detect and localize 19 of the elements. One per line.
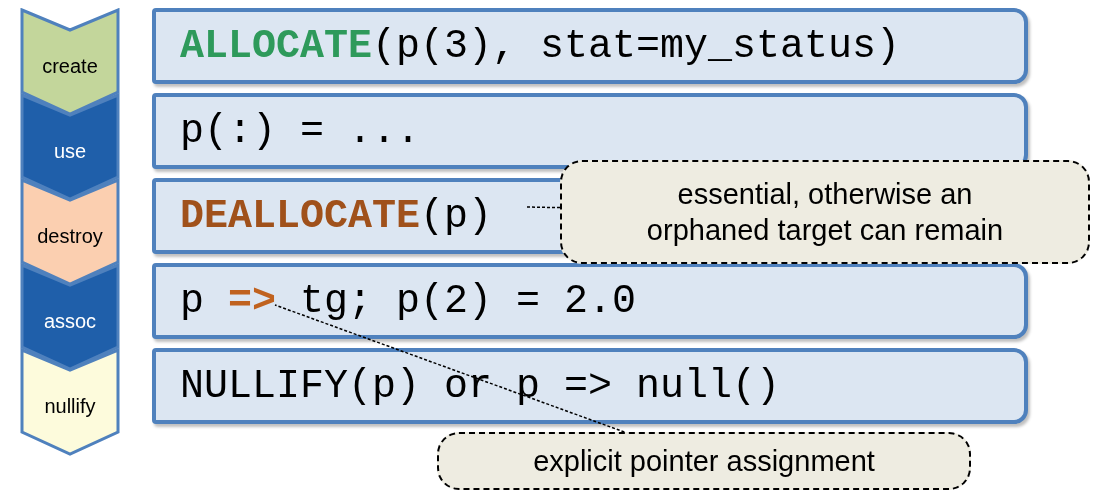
- code-text: DEALLOCATE(p): [180, 193, 493, 239]
- code-row: [152, 8, 1028, 84]
- step-label: use: [52, 140, 88, 163]
- callout-text: essential, otherwise an orphaned target can remain: [645, 176, 1005, 248]
- step-label: assoc: [42, 310, 98, 333]
- step-label: nullify: [43, 395, 97, 418]
- code-text: p => tg; p(2) = 2.0: [180, 278, 637, 324]
- leader-line: [524, 206, 561, 209]
- callout-tooltip: [437, 432, 971, 490]
- code-text: ALLOCATE(p(3), stat=my_status): [180, 23, 901, 69]
- code-text: p(:) = ...: [180, 108, 421, 154]
- code-text: NULLIFY(p) or p => null(): [180, 363, 781, 409]
- callout-tooltip: [560, 160, 1090, 264]
- code-row: [152, 93, 1028, 169]
- callout-text: explicit pointer assignment: [533, 443, 875, 479]
- step-label: destroy: [36, 225, 104, 248]
- code-row: [152, 348, 1028, 424]
- code-row: [152, 263, 1028, 339]
- step-label: create: [41, 55, 99, 78]
